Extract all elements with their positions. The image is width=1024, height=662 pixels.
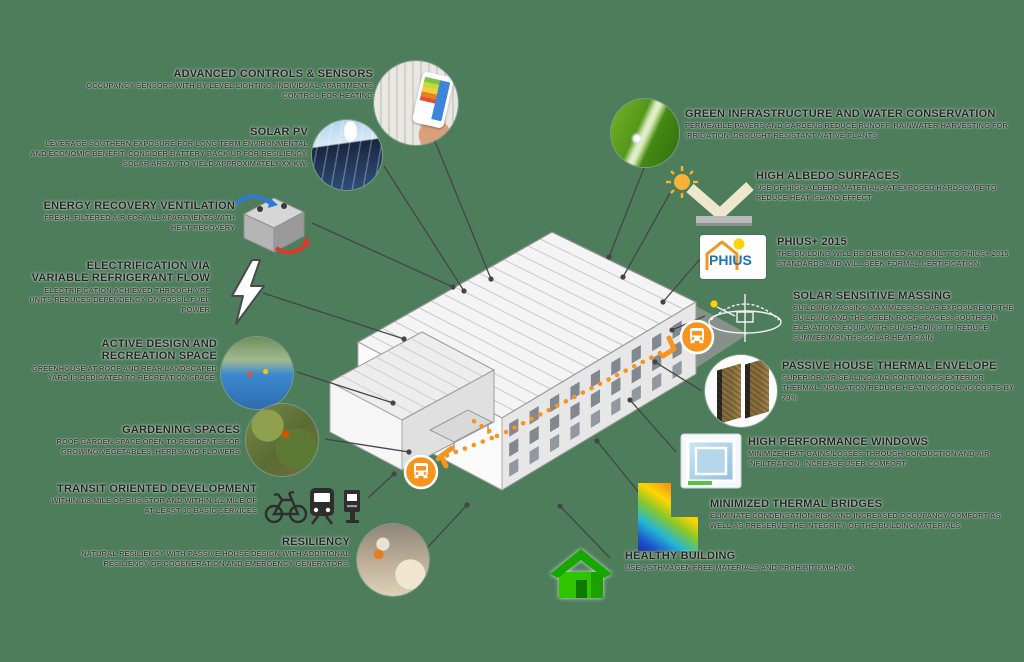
route-elbow-arrow: [438, 445, 455, 469]
window-cutaway-image: [680, 433, 742, 489]
ticket-machine-icon: [344, 490, 360, 523]
feature-solar-sensitive-massing: SOLAR SENSITIVE MASSING BUILDING MASSING…: [793, 290, 1021, 342]
feature-title: TRANSIT ORIENTED DEVELOPMENT: [57, 483, 257, 495]
feature-description: USE ASTHMAGEN FREE MATERIALS AND PROHIBI…: [625, 563, 854, 573]
train-icon: [310, 488, 334, 525]
phius-logo: PHIUS: [700, 235, 766, 279]
feature-high-performance-windows: HIGH PERFORMANCE WINDOWS MINIMIZE HEAT G…: [748, 436, 1020, 469]
phius-sun-icon: [733, 238, 745, 250]
gardening-photo: [246, 404, 318, 476]
solar-panels-photo: [312, 120, 382, 190]
feature-title: PHIUS+ 2015: [777, 236, 847, 248]
feature-title: HEALTHY BUILDING: [625, 550, 736, 562]
feature-description: ELECTRIFICATION ACHIEVED THROUGH VRF UNI…: [29, 285, 210, 315]
resiliency-photo: [357, 524, 429, 596]
feature-title: PASSIVE HOUSE THERMAL ENVELOPE: [782, 360, 997, 372]
feature-transit-oriented-development: TRANSIT ORIENTED DEVELOPMENT WITHIN 1/8 …: [45, 483, 257, 516]
erv-unit-image: [234, 194, 310, 255]
feature-title: SOLAR SENSITIVE MASSING: [793, 290, 952, 302]
feature-resiliency: RESILIENCY NATURAL RESILIENCY WITH PASSI…: [75, 536, 350, 569]
feature-title: HIGH ALBEDO SURFACES: [756, 170, 900, 182]
feature-solar-pv: SOLAR PV LEVERAGE SOUTHERN EXPOSURE FOR …: [28, 126, 308, 169]
recreation-photo: [221, 337, 293, 409]
feature-title: HIGH PERFORMANCE WINDOWS: [748, 436, 929, 448]
transit-icons: [264, 488, 360, 525]
feature-advanced-controls: ADVANCED CONTROLS & SENSORS OCCUPANCY SE…: [75, 68, 373, 101]
feature-description: USE OF HIGH ALBEDO MATERIALS AT EXPOSED …: [756, 183, 997, 203]
smartphone-icon: [411, 71, 455, 129]
leaf-water-photo: [611, 99, 679, 167]
feature-description: LEVERAGE SOUTHERN EXPOSURE FOR LONG TERM…: [30, 139, 308, 168]
phius-logo-text: PHIUS: [709, 252, 752, 268]
bus-stop-icon: [679, 319, 715, 355]
lightning-bolt-icon: [231, 259, 265, 325]
leader-lines: [262, 133, 706, 559]
feature-title: ENERGY RECOVERY VENTILATION: [43, 200, 235, 212]
feature-phius-2015: PHIUS+ 2015 THE BUILDING WILL BE DESIGNE…: [777, 236, 1019, 269]
feature-energy-recovery-ventilation: ENERGY RECOVERY VENTILATION FRESH, FILTE…: [35, 200, 235, 233]
feature-title: GREEN INFRASTRUCTURE AND WATER CONSERVAT…: [685, 108, 996, 120]
feature-green-infrastructure: GREEN INFRASTRUCTURE AND WATER CONSERVAT…: [685, 108, 1017, 141]
feature-title: ADVANCED CONTROLS & SENSORS: [173, 68, 373, 80]
insulation-photo: [705, 355, 777, 427]
feature-description: SUPERIOR AIR SEALING AND CONTINUOUS EXTE…: [782, 373, 1014, 402]
phius-house-outline: [705, 240, 739, 270]
feature-title: MINIMIZED THERMAL BRIDGES: [710, 498, 883, 510]
dotted-route: [435, 335, 677, 469]
bus-stop-icon: [403, 454, 439, 490]
feature-description: FRESH, FILTERED AIR FOR ALL APARTMENTS W…: [44, 213, 235, 233]
entrance-canopy: [428, 409, 494, 443]
feature-gardening-spaces: GARDENING SPACES ROOF GARDEN SPACE OPEN …: [40, 424, 240, 457]
feature-title: GARDENING SPACES: [122, 424, 240, 436]
feature-electrification-vrf: ELECTRIFICATION VIA VARIABLE REFRIGERANT…: [28, 260, 210, 315]
feature-description: WITHIN 1/8 MILE OF BUS STOP AND WITHIN 1…: [51, 496, 257, 516]
feature-description: NATURAL RESILIENCY WITH PASSIVE HOUSE DE…: [81, 549, 350, 569]
feature-title: ACTIVE DESIGN AND RECREATION SPACE: [101, 338, 217, 363]
sun-reflection-icon: [666, 166, 754, 226]
feature-description: PERMEABLE PAVERS AND GARDENS REDUCE RUNO…: [685, 121, 1008, 141]
feature-description: THE BUILDING WILL BE DESIGNED AND BUILT …: [777, 249, 1009, 269]
green-house-icon: [550, 549, 612, 598]
feature-active-design: ACTIVE DESIGN AND RECREATION SPACE GREEN…: [25, 338, 217, 383]
sun-path-diagram: [708, 294, 782, 342]
feature-title: SOLAR PV: [250, 126, 308, 138]
feature-high-albedo-surfaces: HIGH ALBEDO SURFACES USE OF HIGH ALBEDO …: [756, 170, 1018, 203]
feature-description: GREENHOUSE AT ROOF AND REAR LANDSCAPED Y…: [31, 363, 217, 383]
bicycle-icon: [264, 490, 308, 524]
feature-healthy-building: HEALTHY BUILDING USE ASTHMAGEN FREE MATE…: [625, 550, 887, 573]
feature-minimized-thermal-bridges: MINIMIZED THERMAL BRIDGES ELIMINATE COND…: [710, 498, 1012, 531]
feature-description: ROOF GARDEN SPACE OPEN TO RESIDENTS FOR …: [56, 437, 240, 457]
controls-photo: [374, 61, 458, 145]
feature-description: OCCUPANCY SENSORS WITH BY-LEVEL LIGHTING…: [86, 81, 373, 101]
feature-description: BUILDING MASSING MAXIMIZES SOLAR EXPOSUR…: [793, 303, 1014, 342]
feature-description: MINIMIZE HEAT GAINS/LOSSES THROUGH CONDU…: [748, 449, 990, 469]
feature-title: RESILIENCY: [281, 536, 350, 548]
route-elbow-arrow: [660, 335, 677, 359]
feature-description: ELIMINATE CONDENSATION RISK AND INCREASE…: [710, 511, 1001, 531]
feature-title: ELECTRIFICATION VIA VARIABLE REFRIGERANT…: [31, 260, 210, 285]
feature-passive-house-thermal-envelope: PASSIVE HOUSE THERMAL ENVELOPE SUPERIOR …: [782, 360, 1020, 403]
